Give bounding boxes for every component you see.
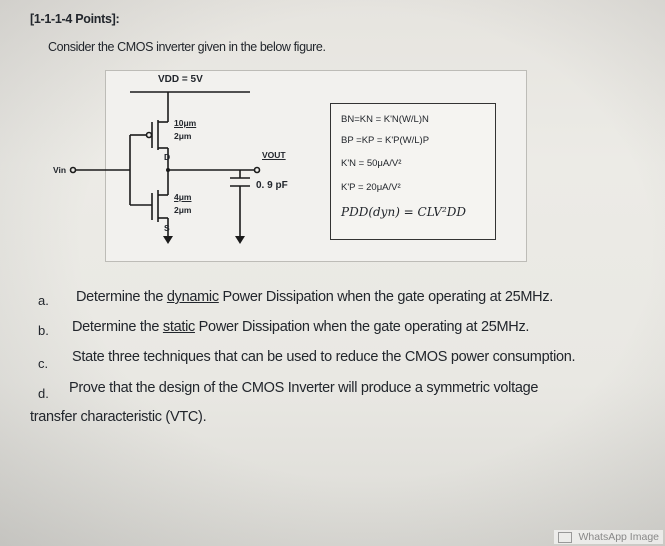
image-icon	[558, 531, 573, 543]
question-a-letter: a.	[38, 293, 49, 308]
param-bn: BN=KN = K'N(W/L)N	[341, 114, 429, 125]
question-b-tail: Power Dissipation when the gate operatin…	[194, 319, 530, 335]
pmos-width: 10μm	[174, 118, 197, 128]
question-d-letter: d.	[38, 386, 49, 401]
param-kn: K'N = 50μA/V²	[341, 158, 402, 169]
question-a: Determine the dynamic Power Dissipation …	[76, 289, 553, 305]
question-c-letter: c.	[38, 356, 49, 371]
drain-label: D	[164, 152, 171, 162]
nmos-length: 2μm	[174, 205, 192, 215]
parameter-box: BN=KN = K'N(W/L)N BP =KP = K'P(W/L)P K'N…	[330, 103, 496, 240]
vout-label: VOUT	[262, 150, 286, 160]
vdd-label: VDD = 5V	[158, 74, 203, 85]
param-pdd: PDD(dyn) = CLV²DD	[341, 205, 466, 219]
question-c-text: State three techniques that can be used …	[72, 349, 576, 365]
param-bp: BP =KP = K'P(W/L)P	[341, 135, 430, 146]
question-a-tail: Power Dissipation when the gate operatin…	[218, 289, 554, 305]
pmos-length: 2μm	[174, 131, 192, 141]
whatsapp-watermark: WhatsApp Image	[554, 530, 663, 544]
watermark-text: WhatsApp Image	[578, 531, 659, 543]
source-label: S	[164, 223, 170, 233]
question-d: Prove that the design of the CMOS Invert…	[69, 380, 538, 396]
question-d-text: Prove that the design of the CMOS Invert…	[69, 380, 539, 396]
question-c: State three techniques that can be used …	[72, 349, 576, 365]
vin-label: Vin	[53, 165, 67, 175]
question-b: Determine the static Power Dissipation w…	[72, 319, 529, 335]
nmos-width: 4μm	[174, 192, 192, 202]
question-b-keyword: static	[162, 319, 195, 335]
param-kp: K'P = 20μA/V²	[341, 182, 401, 193]
points-header: [1-1-1-4 Points]:	[30, 12, 120, 26]
question-b-text: Determine the	[72, 319, 163, 335]
question-d-continuation: transfer characteristic (VTC).	[30, 409, 207, 425]
question-b-letter: b.	[38, 323, 49, 338]
intro-text: Consider the CMOS inverter given in the …	[48, 40, 326, 54]
question-a-keyword: dynamic	[166, 289, 219, 305]
question-a-text: Determine the	[76, 289, 167, 305]
load-cap-label: 0. 9 pF	[256, 180, 288, 191]
